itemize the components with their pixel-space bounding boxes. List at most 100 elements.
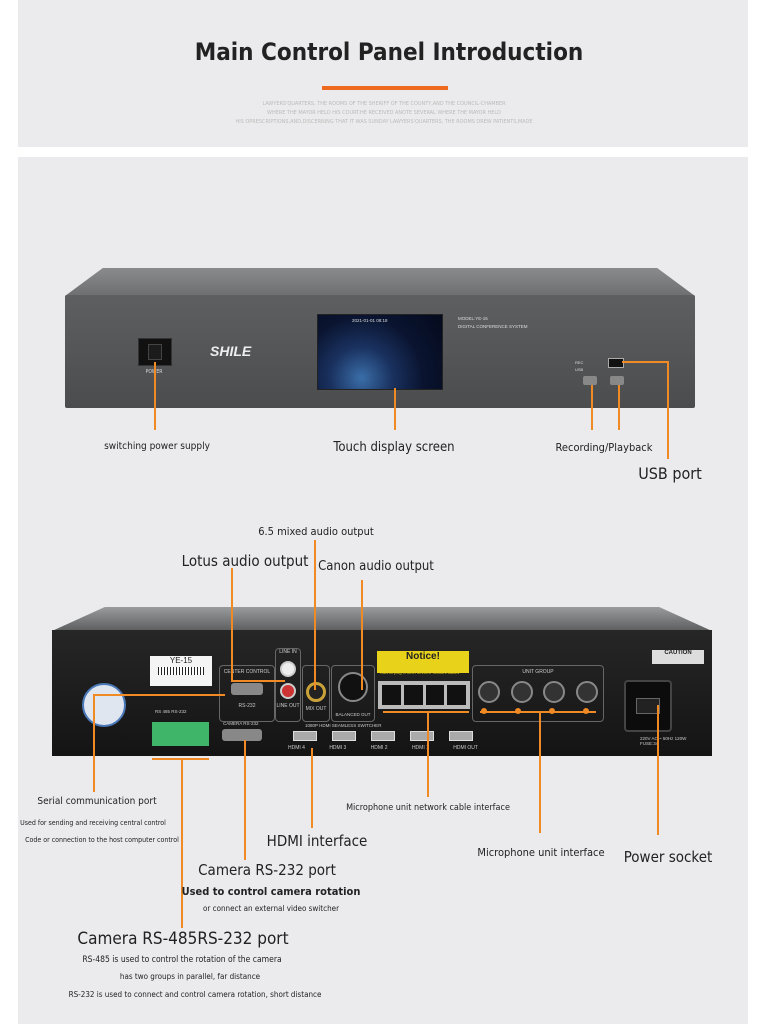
leader-line xyxy=(539,711,541,833)
title-underline xyxy=(322,86,448,90)
leader-line xyxy=(93,694,225,696)
leader-line xyxy=(583,708,589,714)
label-usb-port: USB port xyxy=(638,464,702,483)
hdmi-port[interactable] xyxy=(371,731,395,741)
hdmi-port[interactable] xyxy=(293,731,317,741)
label-touch-screen: Touch display screen xyxy=(333,440,455,455)
hdmi-ports xyxy=(293,731,473,741)
leader-line xyxy=(361,580,363,690)
leader-line xyxy=(394,388,396,430)
usb-label: USB xyxy=(575,367,584,372)
unit-group-box: UNIT GROUP xyxy=(472,665,604,722)
playback-button[interactable] xyxy=(610,376,624,385)
leader-line xyxy=(311,748,313,828)
line-out-jack[interactable] xyxy=(280,683,296,699)
record-button[interactable] xyxy=(583,376,597,385)
center-control-label: CENTER CONTROL xyxy=(223,669,271,675)
leader-line xyxy=(383,711,469,713)
touch-screen[interactable]: 2021-01-01 08:18 xyxy=(317,314,443,390)
hdmi-port[interactable] xyxy=(332,731,356,741)
hdmi-label: HDMI 2 xyxy=(370,745,388,751)
center-control-box: CENTER CONTROL RS-232 xyxy=(219,665,275,722)
page-title: Main Control Panel Introduction xyxy=(194,38,584,66)
cam485-desc-2: has two groups in parallel, far distance xyxy=(119,972,261,981)
leader-line xyxy=(480,711,596,713)
notice-text: Notice! xyxy=(406,651,440,662)
line-in-label: LINE IN xyxy=(279,649,297,655)
filler-text: LAWYERS'QUARTERS, THE ROOMS OF THE SHERI… xyxy=(262,101,506,107)
leader-line xyxy=(622,361,668,363)
leader-line xyxy=(244,740,246,860)
filler-text: WHERE THE MAYOR HELD HIS COURT.HE RECEIV… xyxy=(267,110,501,116)
label-lotus-audio: Lotus audio output xyxy=(181,552,309,570)
label-canon-audio: Canon audio output xyxy=(318,559,434,574)
leader-line xyxy=(549,708,555,714)
rear-top xyxy=(52,607,712,631)
filler-text: HIS OPRESCRIPTIONS,AND,DISCERNING THAT I… xyxy=(235,119,533,125)
line-in-jack[interactable] xyxy=(280,661,296,677)
hdmi-port[interactable] xyxy=(449,731,473,741)
leader-line xyxy=(667,361,669,459)
mix-out-jack[interactable] xyxy=(306,682,326,702)
model-tag: YE-15 xyxy=(150,656,212,686)
certification-sticker xyxy=(82,683,126,727)
rs232-label: RS-232 xyxy=(238,703,256,709)
leader-line xyxy=(181,758,183,928)
label-power-socket: Power socket xyxy=(623,848,713,866)
label-network-interface: Microphone unit network cable interface xyxy=(346,803,510,813)
label-camera-rs232: Camera RS-232 port xyxy=(198,861,336,879)
hdmi-port[interactable] xyxy=(410,731,434,741)
leader-line xyxy=(515,708,521,714)
leader-line xyxy=(314,540,316,690)
leader-line xyxy=(231,680,285,682)
leader-line xyxy=(481,708,487,714)
label-unit-interface: Microphone unit interface xyxy=(477,846,605,859)
rj45-port[interactable] xyxy=(447,685,466,705)
label-hdmi: HDMI interface xyxy=(266,832,368,850)
line-out-label: LINE OUT xyxy=(276,703,300,709)
cam485-desc-3: RS-232 is used to connect and control ca… xyxy=(68,990,322,999)
din-port[interactable] xyxy=(478,681,501,703)
model-tag-text: YE-15 xyxy=(169,656,193,665)
rj45-port[interactable] xyxy=(382,685,401,705)
balanced-out-label: BALANCED OUT xyxy=(335,712,371,717)
leader-line xyxy=(152,758,209,760)
power-spec: 220V AC ~ 50Hz 120W FUSE:3A xyxy=(640,736,687,746)
caution-label: CAUTION xyxy=(652,650,704,664)
hdmi-label: HDMI 3 xyxy=(329,745,347,751)
notice-subtext: Cannot plug in other devices' network ca… xyxy=(380,670,460,675)
label-recording: Recording/Playback xyxy=(555,441,653,454)
xlr-jack[interactable] xyxy=(338,672,368,702)
hdmi-switcher-label: 1080P HDMI SEAMLESS SWITCHER xyxy=(305,723,382,728)
din-port[interactable] xyxy=(510,681,533,703)
leader-line xyxy=(231,568,233,680)
rj45-port[interactable] xyxy=(425,685,445,705)
usb-port[interactable] xyxy=(608,358,624,368)
screen-date: 2021-01-01 08:18 xyxy=(352,318,388,323)
cam232-desc-2: or connect an external video switcher xyxy=(202,904,340,913)
power-socket[interactable] xyxy=(624,680,672,732)
din-port[interactable] xyxy=(543,681,566,703)
system-text: DIGITAL CONFERENCE SYSTEM xyxy=(458,324,528,329)
leader-line xyxy=(93,694,95,792)
cam232-desc-1: Used to control camera rotation xyxy=(181,885,361,898)
serial-desc-2: Code or connection to the host computer … xyxy=(25,836,179,844)
leader-line xyxy=(618,385,620,430)
camera-rs232-port[interactable] xyxy=(222,729,262,741)
camera-rs232-label: CAMERA RS-232 xyxy=(223,721,259,726)
label-mixed-audio: 6.5 mixed audio output xyxy=(258,525,374,538)
terminal-block[interactable] xyxy=(152,722,209,746)
leader-line xyxy=(154,362,156,430)
rs485-label: RS 485 RS-232 xyxy=(155,709,187,714)
header-panel: Main Control Panel Introduction LAWYERS'… xyxy=(18,0,748,147)
rj45-port[interactable] xyxy=(403,685,423,705)
device-top xyxy=(65,268,695,296)
balanced-box: BALANCED OUT xyxy=(331,665,375,722)
label-power-supply: switching power supply xyxy=(104,441,210,452)
din-port[interactable] xyxy=(575,681,598,703)
leader-line xyxy=(427,711,429,797)
line-box: LINE IN LINE OUT xyxy=(275,648,301,722)
serial-port[interactable] xyxy=(231,683,263,695)
